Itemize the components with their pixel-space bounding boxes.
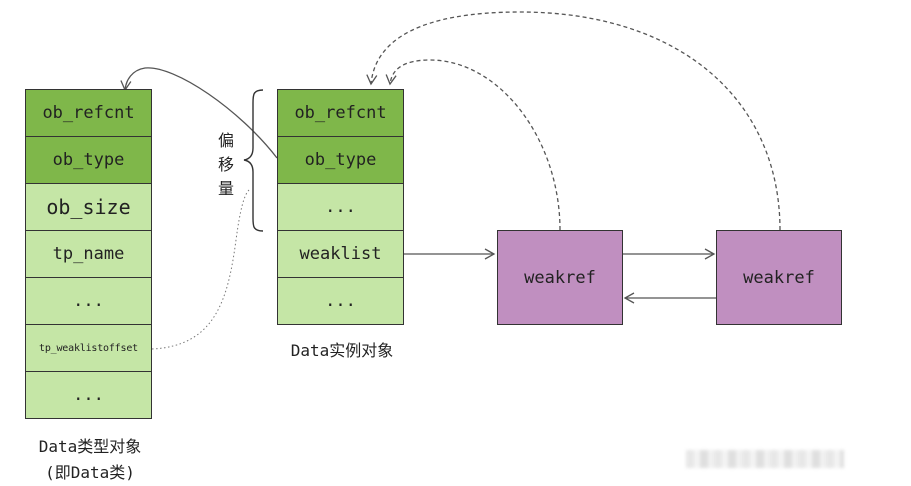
ob-type-pointer-arrow <box>120 67 278 159</box>
type-cell-ob-refcnt: ob_refcnt <box>25 89 152 137</box>
weaklistoffset-dotted-link <box>151 189 250 350</box>
type-cell-ob-size: ob_size <box>25 183 152 231</box>
watermark-blur <box>686 450 844 468</box>
type-object-caption-line2: (即Data类) <box>45 463 135 482</box>
instance-object-caption: Data实例对象 <box>290 341 394 360</box>
instance-cell-ellipsis-1: ... <box>277 183 404 231</box>
weakref-box-1: weakref <box>497 230 623 325</box>
offset-label-char-3: 量 <box>218 179 235 198</box>
instance-cell-ob-type: ob_type <box>277 136 404 184</box>
offset-label-char-1: 偏 <box>218 131 235 150</box>
weakref-box-2: weakref <box>716 230 842 325</box>
offset-brace <box>243 89 264 232</box>
instance-cell-ob-refcnt: ob_refcnt <box>277 89 404 137</box>
type-cell-ob-type: ob_type <box>25 136 152 184</box>
type-cell-ellipsis-2: ... <box>25 371 152 419</box>
offset-label-char-2: 移 <box>218 155 235 174</box>
weakref1-referent-dashed <box>385 59 561 231</box>
instance-cell-ellipsis-2: ... <box>277 277 404 325</box>
type-object-caption-line1: Data类型对象 <box>38 437 142 456</box>
type-cell-tp-weaklistoffset: tp_weaklistoffset <box>25 324 152 372</box>
type-cell-tp-name: tp_name <box>25 230 152 278</box>
type-cell-ellipsis-1: ... <box>25 277 152 325</box>
type-object-caption: Data类型对象 (即Data类) <box>10 434 170 486</box>
instance-cell-weaklist: weaklist <box>277 230 404 278</box>
weakref2-referent-dashed <box>366 11 781 231</box>
